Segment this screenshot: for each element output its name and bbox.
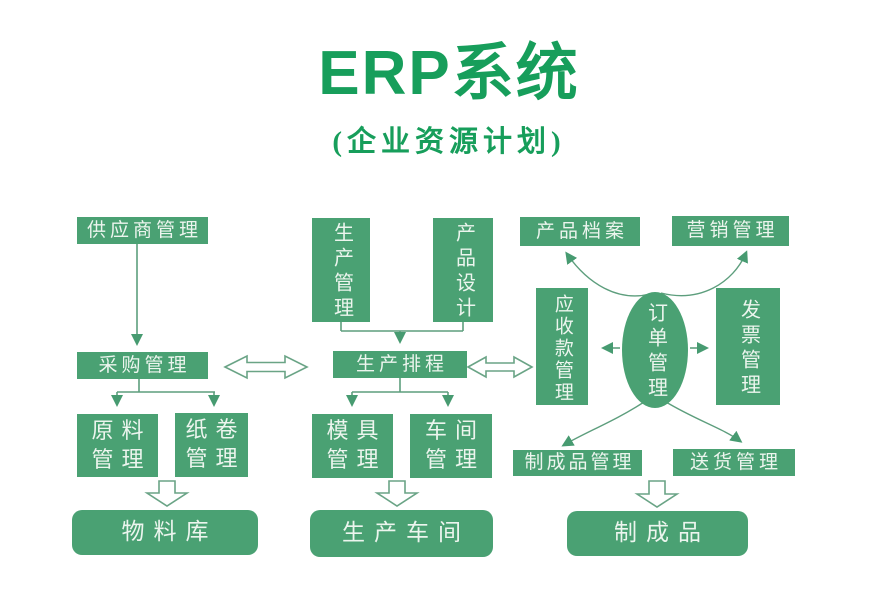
curve-order-to-delivery	[665, 401, 743, 443]
node-supplier-management: 供应商管理	[77, 217, 208, 244]
node-order-management: 订单管理	[622, 292, 688, 408]
connector-production-merge	[340, 322, 464, 332]
node-paper-roll-management: 纸卷管理	[175, 413, 248, 477]
block-arrow-to-material-warehouse	[144, 480, 190, 507]
double-arrow-scheduling-receivables	[466, 355, 534, 379]
node-production-management: 生产管理	[312, 218, 370, 322]
node-material-warehouse: 物料库	[72, 510, 258, 555]
node-raw-material-management: 原料管理	[77, 414, 158, 477]
node-production-workshop: 生产车间	[310, 510, 493, 557]
node-workshop-management: 车间管理	[410, 414, 492, 478]
block-arrow-to-finished-goods	[634, 480, 680, 508]
connector-scheduling-split	[352, 378, 448, 393]
connector-purchasing-split	[117, 378, 215, 393]
node-mold-management: 模具管理	[312, 414, 393, 478]
double-arrow-purchasing-scheduling	[223, 354, 309, 380]
node-purchasing-management: 采购管理	[77, 352, 208, 379]
node-receivables-management: 应收款管理	[536, 288, 588, 405]
block-arrow-to-production-workshop	[374, 480, 420, 507]
node-finished-goods-management: 制成品管理	[513, 450, 642, 476]
curve-order-to-finished-goods-mgmt	[561, 401, 645, 447]
node-invoice-management: 发票管理	[716, 288, 780, 405]
node-finished-goods: 制成品	[567, 511, 748, 556]
curve-order-to-product-archive	[565, 251, 651, 297]
page-title: ERP系统	[318, 39, 580, 108]
node-marketing-management: 营销管理	[672, 216, 789, 246]
node-product-archive: 产品档案	[520, 217, 640, 246]
node-product-design: 产品设计	[433, 218, 493, 322]
node-delivery-management: 送货管理	[673, 449, 795, 476]
page-subtitle: (企业资源计划)	[332, 126, 566, 158]
curve-order-to-marketing	[660, 250, 748, 297]
node-production-scheduling: 生产排程	[333, 351, 467, 378]
